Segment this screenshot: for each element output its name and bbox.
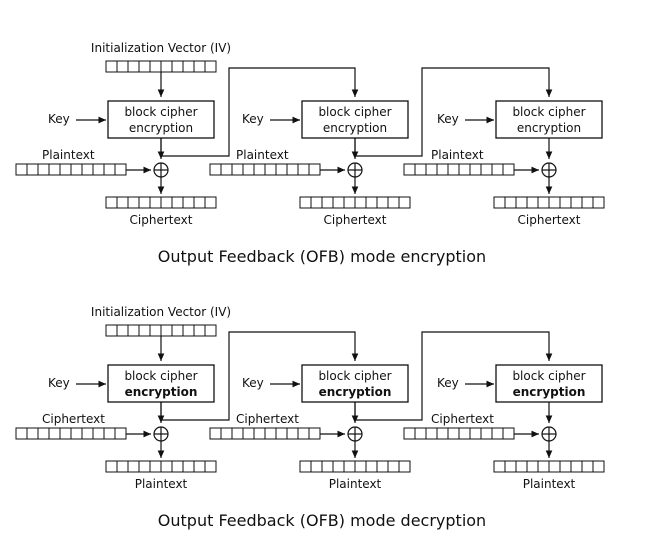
input-label: Ciphertext: [236, 412, 299, 426]
output-label: Ciphertext: [518, 213, 581, 227]
output-register: [299, 196, 411, 209]
block-cipher-line1: block cipher: [512, 105, 585, 119]
input-label: Ciphertext: [42, 412, 105, 426]
input-register: [15, 427, 127, 440]
block-cipher-line1: block cipher: [512, 369, 585, 383]
block-cipher-box: [301, 100, 409, 139]
block-cipher-box: [301, 364, 409, 403]
diagram-caption: Output Feedback (OFB) mode decryption: [158, 511, 486, 530]
input-label: Plaintext: [42, 148, 95, 162]
output-label: Ciphertext: [130, 213, 193, 227]
input-register: [403, 427, 515, 440]
iv-label: Initialization Vector (IV): [91, 305, 231, 319]
output-label: Ciphertext: [324, 213, 387, 227]
output-register: [299, 460, 411, 473]
output-register: [105, 460, 217, 473]
stage-1: Key block cipher encryption Plaintext Ci…: [15, 100, 217, 227]
input-label: Plaintext: [236, 148, 289, 162]
block-cipher-line2: encryption: [517, 121, 581, 135]
iv-label: Initialization Vector (IV): [91, 41, 231, 55]
xor-icon: [347, 426, 363, 442]
input-register: [209, 427, 321, 440]
block-cipher-box: [495, 364, 603, 403]
input-register: [15, 163, 127, 176]
iv-register: [105, 324, 217, 337]
block-cipher-line2: encryption: [129, 121, 193, 135]
output-register: [493, 460, 605, 473]
stage-1: Key block cipher encryption Ciphertext P…: [15, 364, 217, 491]
stage-2: Key block cipher encryption Plaintext Ci…: [209, 100, 411, 227]
output-label: Plaintext: [329, 477, 382, 491]
output-register: [493, 196, 605, 209]
xor-icon: [541, 162, 557, 178]
key-label: Key: [242, 112, 264, 126]
key-label: Key: [242, 376, 264, 390]
block-cipher-line2: encryption: [513, 385, 586, 399]
block-cipher-line2: encryption: [125, 385, 198, 399]
xor-icon: [153, 426, 169, 442]
stage-2: Key block cipher encryption Ciphertext P…: [209, 364, 411, 491]
input-label: Plaintext: [431, 148, 484, 162]
key-label: Key: [48, 376, 70, 390]
xor-icon: [347, 162, 363, 178]
block-cipher-box: [495, 100, 603, 139]
input-register: [209, 163, 321, 176]
key-label: Key: [437, 376, 459, 390]
output-label: Plaintext: [523, 477, 576, 491]
encryption-diagram: Initialization Vector (IV) Key block cip…: [15, 41, 605, 266]
block-cipher-box: [107, 364, 215, 403]
iv-register: [105, 60, 217, 73]
block-cipher-box: [107, 100, 215, 139]
block-cipher-line1: block cipher: [318, 105, 391, 119]
key-label: Key: [48, 112, 70, 126]
stage-3: Key block cipher encryption Plaintext Ci…: [403, 100, 605, 227]
block-cipher-line1: block cipher: [318, 369, 391, 383]
output-label: Plaintext: [135, 477, 188, 491]
diagram-caption: Output Feedback (OFB) mode encryption: [158, 247, 486, 266]
stage-3: Key block cipher encryption Ciphertext P…: [403, 364, 605, 491]
block-cipher-line2: encryption: [319, 385, 392, 399]
key-label: Key: [437, 112, 459, 126]
block-cipher-line2: encryption: [323, 121, 387, 135]
input-label: Ciphertext: [431, 412, 494, 426]
input-register: [403, 163, 515, 176]
block-cipher-line1: block cipher: [124, 105, 197, 119]
block-cipher-line1: block cipher: [124, 369, 197, 383]
xor-icon: [541, 426, 557, 442]
xor-icon: [153, 162, 169, 178]
output-register: [105, 196, 217, 209]
decryption-diagram: Initialization Vector (IV) Key block cip…: [15, 305, 605, 530]
